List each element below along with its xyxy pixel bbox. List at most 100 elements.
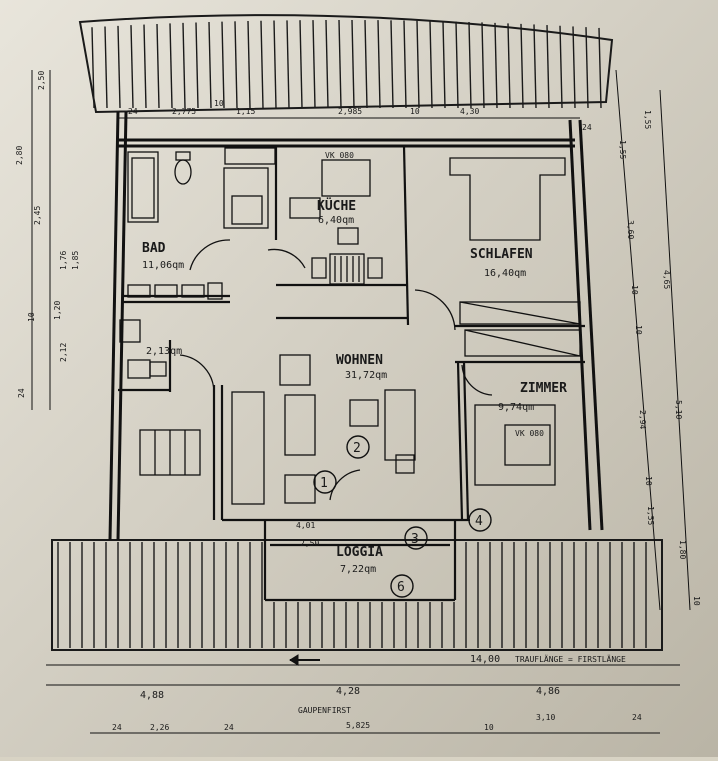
dim-right-2: 1,55 bbox=[643, 110, 652, 129]
roof-hatch-line bbox=[260, 20, 264, 109]
roof-hatch-line bbox=[182, 22, 186, 109]
dim-total-note: TRAUFLÄNGE = FIRSTLÄNGE bbox=[515, 654, 626, 664]
roof-hatch-line bbox=[429, 20, 433, 109]
room-name-wohnen: WOHNEN bbox=[336, 353, 383, 368]
dim-right-9: 10 bbox=[644, 476, 653, 486]
dim-top-4: 1,15 bbox=[236, 107, 255, 116]
dim-bottom-s6: 24 bbox=[632, 713, 642, 722]
roof-hatch-line bbox=[546, 25, 550, 109]
roof-hatch-line bbox=[312, 20, 316, 109]
dim-right-10: 1,55 bbox=[646, 506, 655, 525]
dim-right-8: 5,10 bbox=[674, 400, 683, 419]
dim-bottom-s1: 24 bbox=[112, 723, 122, 732]
dim-bottom-s4: 10 bbox=[484, 723, 494, 732]
furniture bbox=[119, 147, 581, 505]
dim-left-1: 2,50 bbox=[37, 71, 46, 90]
roof-hatch-line bbox=[299, 20, 303, 109]
roof-hatch-line bbox=[338, 19, 342, 109]
roof-hatch-line bbox=[208, 22, 212, 109]
dim-top-1: 24 bbox=[128, 107, 138, 116]
dim-left-3: 2,45 bbox=[33, 206, 42, 225]
dim-top-8: 24 bbox=[582, 123, 592, 132]
dim-right-4: 4,65 bbox=[662, 270, 671, 289]
marker-label-3: 3 bbox=[411, 532, 419, 547]
room-name-bad: BAD bbox=[142, 241, 166, 256]
doors bbox=[179, 239, 493, 501]
dim-seg-1: 4,88 bbox=[140, 690, 164, 701]
markers bbox=[313, 435, 492, 598]
room-name-loggia: LOGGIA bbox=[336, 545, 383, 560]
roof-hatch-line bbox=[468, 21, 472, 109]
dim-left-2: 2,80 bbox=[15, 146, 24, 165]
roof-hatch-line bbox=[117, 25, 121, 109]
dim-right-6: 10 bbox=[634, 325, 643, 335]
roof-hatch-line bbox=[390, 20, 394, 109]
roof-hatch-line bbox=[104, 26, 108, 109]
roof-top bbox=[78, 14, 614, 114]
roof-hatch-line bbox=[455, 21, 459, 109]
roof-hatch-line bbox=[416, 20, 420, 109]
room-name-zimmer: ZIMMER bbox=[520, 381, 567, 396]
roof-hatch-line bbox=[351, 20, 355, 109]
dims-bottom: 14,00 TRAUFLÄNGE = FIRSTLÄNGE 4,88 4,28 … bbox=[112, 654, 642, 732]
roof-hatch-line bbox=[572, 26, 576, 109]
room-area-loggia: 7,22qm bbox=[340, 564, 376, 575]
roof-bottom bbox=[51, 539, 663, 651]
wohnen-dim-1: 4,01 bbox=[296, 521, 315, 530]
roof-hatch-line bbox=[156, 23, 160, 109]
marker-labels: 1 2 3 4 6 bbox=[320, 441, 483, 595]
roof-hatch-line bbox=[507, 23, 511, 109]
marker-label-2: 2 bbox=[353, 441, 361, 456]
marker-label-6: 6 bbox=[397, 580, 405, 595]
dim-right-11: 1,80 bbox=[678, 540, 687, 559]
room-labels: BAD 11,06qm KÜCHE 6,40qm SCHLAFEN 16,40q… bbox=[142, 151, 567, 575]
roof-hatch-line bbox=[286, 20, 290, 109]
room-area-kueche: 6,40qm bbox=[318, 215, 354, 226]
dim-top-5: 2,985 bbox=[338, 107, 362, 116]
outer-walls bbox=[108, 111, 604, 541]
roof-hatch-line bbox=[325, 20, 329, 109]
dim-right-12: 10 bbox=[692, 596, 701, 606]
dims-right: 1,55 1,55 3,60 4,65 10 10 2,94 5,10 10 1… bbox=[618, 110, 701, 606]
room-name-kueche: KÜCHE bbox=[317, 198, 356, 214]
marker-3 bbox=[404, 526, 428, 550]
room-area-zimmer: 9,74qm bbox=[498, 402, 534, 413]
dims-top: 24 2,775 10 1,15 2,985 10 4,30 24 bbox=[128, 99, 592, 132]
dim-right-3: 3,60 bbox=[626, 220, 635, 239]
dim-left-7: 1,20 bbox=[53, 301, 62, 320]
wohnen-dims: 4,01 2,50 bbox=[296, 521, 319, 548]
dim-left-5: 1,85 bbox=[71, 251, 80, 270]
roof-hatch-line bbox=[169, 23, 173, 109]
dim-top-6: 10 bbox=[410, 107, 420, 116]
marker-6 bbox=[390, 574, 414, 598]
dims-left: 2,50 2,80 2,45 1,76 1,85 10 1,20 24 2,12 bbox=[15, 71, 80, 398]
vk-label-zimmer: VK 080 bbox=[515, 429, 544, 438]
dim-bottom-s3: 24 bbox=[224, 723, 234, 732]
roof-hatch-line bbox=[533, 24, 537, 109]
roof-hatch-line bbox=[143, 24, 147, 109]
dim-bottom-s2: 2,26 bbox=[150, 723, 169, 732]
room-area-bad: 11,06qm bbox=[142, 260, 184, 271]
dim-left-6: 10 bbox=[27, 312, 36, 322]
marker-1 bbox=[313, 470, 337, 494]
dim-right-5: 10 bbox=[630, 285, 639, 295]
roof-hatch-line bbox=[91, 27, 95, 109]
roof-hatch-line bbox=[130, 25, 134, 109]
roof-hatch-line bbox=[520, 23, 524, 109]
dim-right-7: 2,94 bbox=[638, 410, 647, 429]
roof-hatch-line bbox=[481, 22, 485, 109]
roof-hatch-line bbox=[377, 20, 381, 109]
roof-hatch-line bbox=[403, 20, 407, 109]
roof-hatch-line bbox=[598, 27, 602, 109]
dim-left-9: 2,12 bbox=[59, 343, 68, 362]
roof-hatch-line bbox=[364, 20, 368, 109]
dim-top-2: 2,775 bbox=[172, 107, 196, 116]
roof-hatch-line bbox=[273, 20, 277, 109]
room-area-wc: 2,13qm bbox=[146, 346, 182, 357]
roof-hatch-line bbox=[585, 27, 589, 109]
dim-right-1: 1,55 bbox=[618, 140, 627, 159]
roof-hatch-line bbox=[247, 20, 251, 109]
dim-seg-2: 4,28 bbox=[336, 686, 360, 697]
